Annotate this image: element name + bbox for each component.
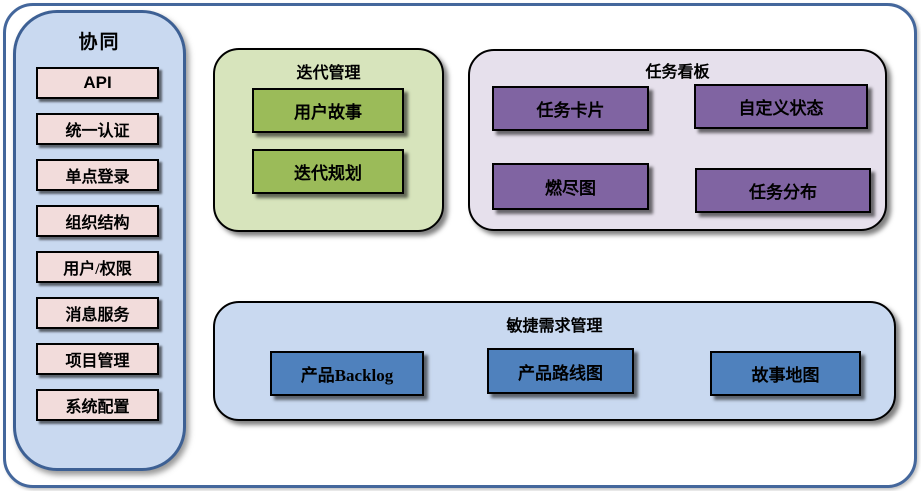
block-task-card: 任务卡片 [492, 86, 649, 131]
block-product-backlog: 产品Backlog [270, 351, 424, 396]
block-custom-status: 自定义状态 [694, 84, 868, 129]
task-kanban-panel: 任务看板 任务卡片 自定义状态 燃尽图 任务分布 [468, 49, 887, 231]
sidebar-title: 协同 [78, 32, 121, 53]
iteration-management-panel: 迭代管理 用户故事 迭代规划 [213, 48, 444, 232]
block-task-distribution: 任务分布 [695, 168, 871, 213]
block-product-roadmap: 产品路线图 [487, 348, 634, 394]
sidebar-item-single-sign-on: 单点登录 [36, 159, 159, 191]
agile-panel-title: 敏捷需求管理 [506, 318, 603, 335]
block-user-story: 用户故事 [252, 88, 404, 133]
sidebar-item-project-management: 项目管理 [36, 343, 159, 375]
sidebar-item-org-structure: 组织结构 [36, 205, 159, 237]
block-iteration-planning: 迭代规划 [252, 149, 404, 194]
block-story-map: 故事地图 [710, 351, 861, 396]
kanban-panel-title: 任务看板 [645, 64, 710, 81]
sidebar-item-system-config: 系统配置 [36, 389, 159, 421]
sidebar-collaboration-panel: 协同 API 统一认证 单点登录 组织结构 用户/权限 消息服务 项目管理 系统… [13, 10, 186, 471]
sidebar-item-api: API [36, 67, 159, 99]
agile-requirement-panel: 敏捷需求管理 产品Backlog 产品路线图 故事地图 [213, 301, 896, 421]
sidebar-item-unified-auth: 统一认证 [36, 113, 159, 145]
sidebar-item-users-permissions: 用户/权限 [36, 251, 159, 283]
sidebar-item-message-service: 消息服务 [36, 297, 159, 329]
iteration-panel-title: 迭代管理 [296, 65, 361, 82]
block-burndown-chart: 燃尽图 [492, 163, 649, 210]
